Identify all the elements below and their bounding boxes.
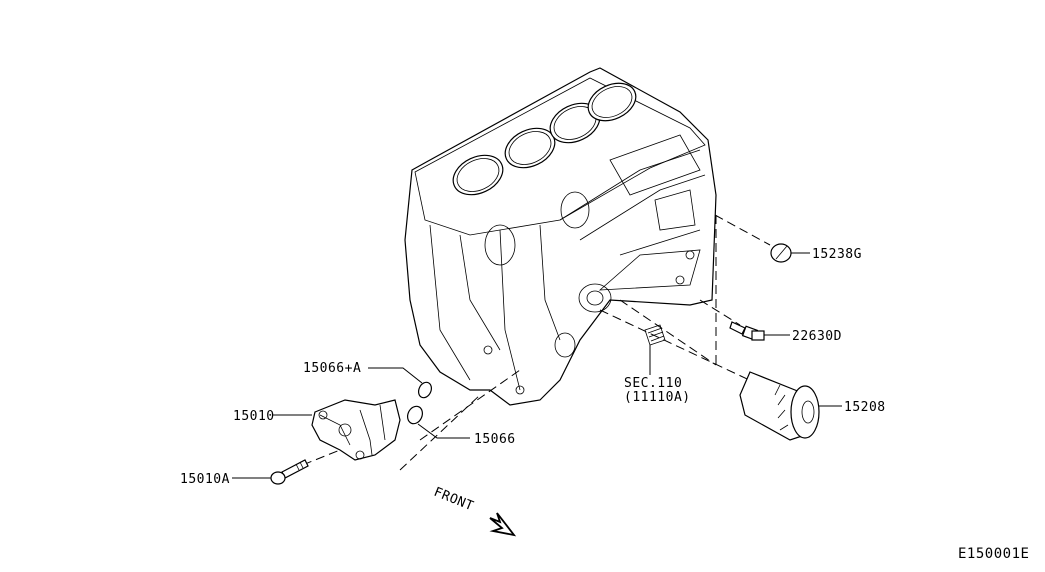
part-label-22630D: 22630D	[792, 329, 842, 344]
part-label-15066: 15066	[474, 432, 516, 447]
part-15066[interactable]: 15066	[405, 404, 516, 447]
front-label: FRONT	[432, 485, 476, 515]
part-label-15238G: 15238G	[812, 247, 862, 262]
section-ref-line2: (11110A)	[624, 390, 691, 405]
section-reference[interactable]: SEC.110 (11110A)	[624, 324, 691, 405]
section-ref-line1: SEC.110	[624, 376, 682, 391]
part-15208[interactable]: 15208	[739, 371, 886, 441]
part-15010[interactable]: 15010	[233, 399, 401, 461]
assembly-guide-lines	[289, 214, 771, 471]
part-15066A[interactable]: 15066+A	[303, 361, 434, 400]
front-indicator: FRONT	[432, 485, 517, 537]
part-label-15066A: 15066+A	[303, 361, 361, 376]
part-label-15010A: 15010A	[180, 472, 230, 487]
part-label-15010: 15010	[233, 409, 275, 424]
part-22630D[interactable]: 22630D	[729, 321, 842, 344]
part-15238G[interactable]: 15238G	[770, 243, 862, 263]
part-15010A[interactable]: 15010A	[180, 459, 309, 487]
part-label-15208: 15208	[844, 400, 886, 415]
cylinder-block	[404, 67, 717, 406]
figure-code: E150001E	[958, 546, 1029, 562]
front-arrow-icon	[489, 512, 517, 537]
